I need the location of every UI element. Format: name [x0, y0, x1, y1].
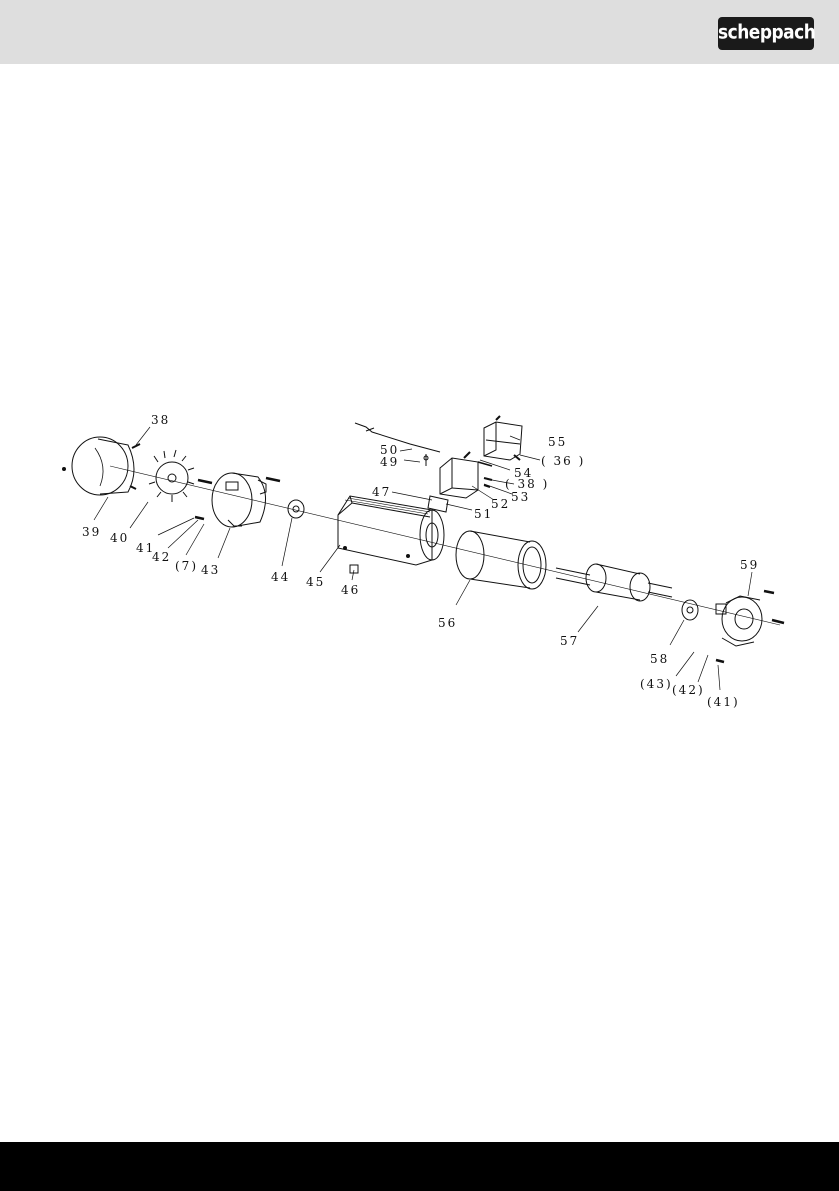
part-labels: 38 39 40 41 42 (7) 43 44 45 46 47 50 49 …: [82, 413, 759, 709]
part-label: 49: [380, 455, 399, 469]
part-label: 43: [201, 563, 220, 577]
fan-40: [149, 450, 194, 502]
end-shield-59: [716, 596, 762, 646]
switch-box-55: [484, 416, 522, 460]
part-label: 44: [271, 570, 290, 584]
end-shield-43: [212, 473, 266, 527]
part-label: (43): [640, 677, 673, 691]
part-label: (41): [707, 695, 740, 709]
part-label: (7): [175, 559, 198, 573]
part-label: (42): [672, 683, 705, 697]
part-label: 52: [491, 497, 510, 511]
part-label: 56: [438, 616, 457, 630]
capacitor-box-51: [440, 452, 492, 498]
part-label: 53: [511, 490, 530, 504]
part-label: 46: [341, 583, 360, 597]
part-label: 40: [110, 531, 129, 545]
part-label: 47: [372, 485, 391, 499]
part-label: 57: [560, 634, 579, 648]
clip-46: [350, 565, 358, 573]
part-label: 39: [82, 525, 101, 539]
part-label: 38: [151, 413, 170, 427]
bearing-58: [682, 600, 698, 620]
fan-cover-39: [63, 437, 135, 495]
part-label: 58: [650, 652, 669, 666]
page-footer-bar: [0, 1142, 839, 1191]
part-label: 42: [152, 550, 171, 564]
part-label: 59: [740, 558, 759, 572]
part-label: 54: [514, 466, 533, 480]
part-label: 45: [306, 575, 325, 589]
part-label: 55: [548, 435, 567, 449]
part-label: ( 36 ): [541, 454, 585, 468]
